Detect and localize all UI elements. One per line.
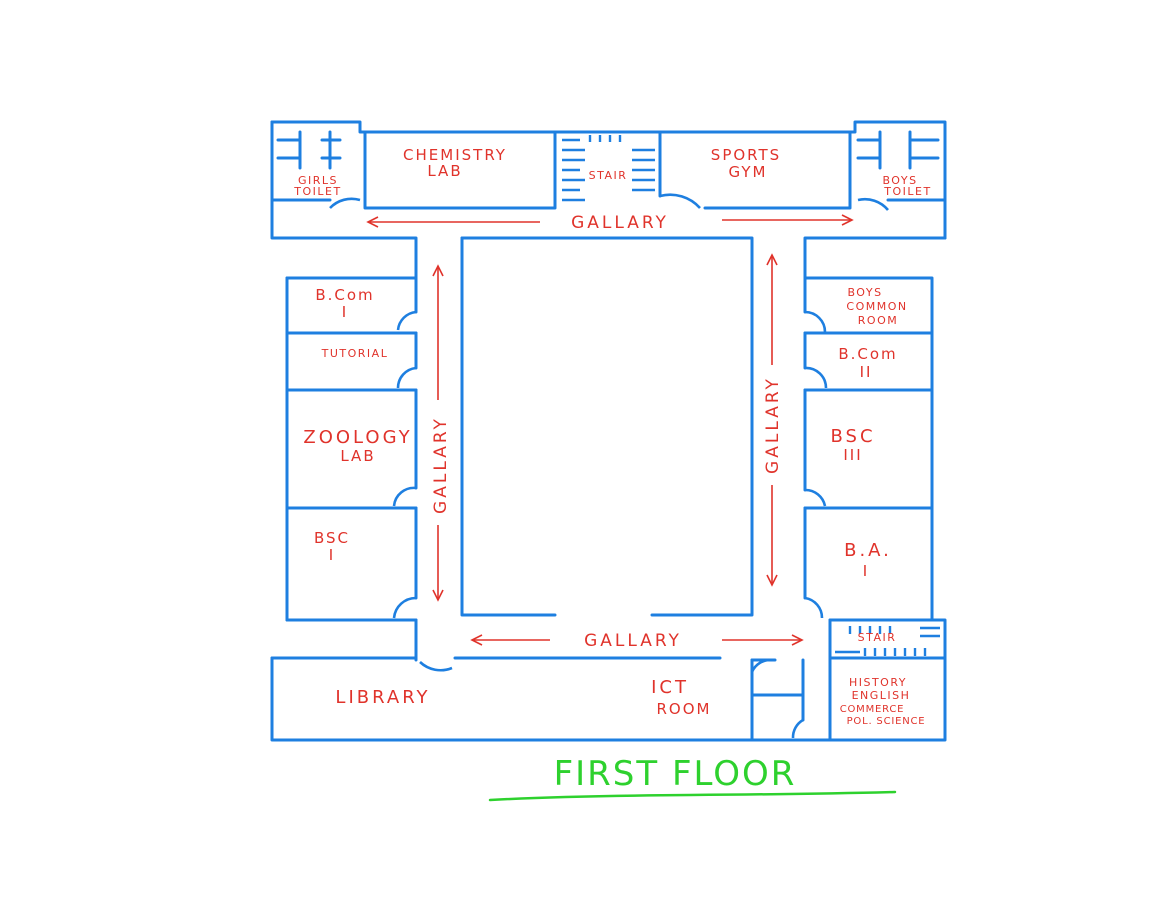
- zoology-lab-label-2: LAB: [340, 447, 375, 465]
- history-room-label-3: COMMERCE: [840, 704, 905, 715]
- floor-title: FIRST FLOOR: [554, 754, 797, 794]
- stair-top-label: STAIR: [589, 169, 628, 182]
- toilet-stalls: [276, 130, 940, 170]
- gallery-labels: GALLARY GALLARY GALLARY GALLARY: [431, 213, 783, 651]
- bcom-1-label-2: I: [342, 303, 348, 321]
- gallery-arrows: [366, 214, 854, 646]
- ba-1-label-1: B.A.: [844, 540, 892, 561]
- sports-gym-label-2: GYM: [729, 163, 768, 181]
- zoology-lab-label-1: ZOOLOGY: [303, 427, 412, 448]
- stair-bottom-hatch: [835, 626, 940, 656]
- title-underline: [488, 790, 897, 802]
- girls-toilet-label-1: GIRLS: [298, 174, 338, 187]
- chemistry-lab-label-1: CHEMISTRY: [403, 146, 507, 164]
- bsc-3-label-2: III: [843, 446, 862, 464]
- room-labels: GIRLS TOILET CHEMISTRY LAB STAIR SPORTS …: [293, 146, 931, 727]
- girls-toilet-label-2: TOILET: [293, 185, 341, 198]
- ict-room-label-2: ROOM: [657, 700, 712, 718]
- boys-common-room-label-3: ROOM: [858, 314, 898, 327]
- gallery-left-label: GALLARY: [431, 416, 451, 514]
- ba-1-label-2: I: [863, 562, 869, 580]
- gallery-bottom-label: GALLARY: [584, 631, 682, 651]
- history-room-label-2: ENGLISH: [852, 689, 911, 702]
- stair-bottom-label: STAIR: [858, 631, 897, 644]
- bsc-3-label-1: BSC: [830, 426, 875, 447]
- gallery-right-label: GALLARY: [763, 376, 783, 474]
- bcom-2-label-1: B.Com: [838, 345, 897, 363]
- boys-common-room-label-2: COMMON: [846, 300, 907, 313]
- stair-top-hatch: [562, 135, 655, 202]
- history-room-label-4: POL. SCIENCE: [847, 716, 926, 727]
- bcom-2-label-2: II: [860, 363, 873, 381]
- bcom-1-label-1: B.Com: [315, 286, 374, 304]
- boys-toilet-label-2: TOILET: [883, 185, 931, 198]
- library-label: LIBRARY: [335, 687, 430, 708]
- gallery-top-label: GALLARY: [571, 213, 669, 233]
- chemistry-lab-label-2: LAB: [427, 162, 462, 180]
- tutorial-label: TUTORIAL: [321, 347, 389, 360]
- bsc-1-label-1: BSC: [314, 529, 350, 547]
- boys-toilet-label-1: BOYS: [882, 174, 917, 187]
- doors: [329, 193, 889, 739]
- ict-room-label-1: ICT: [651, 677, 689, 698]
- walls: [270, 120, 947, 742]
- history-room-label-1: HISTORY: [849, 676, 907, 689]
- bsc-1-label-2: I: [329, 546, 335, 564]
- boys-common-room-label-1: BOYS: [847, 286, 882, 299]
- sports-gym-label-1: SPORTS: [711, 146, 781, 164]
